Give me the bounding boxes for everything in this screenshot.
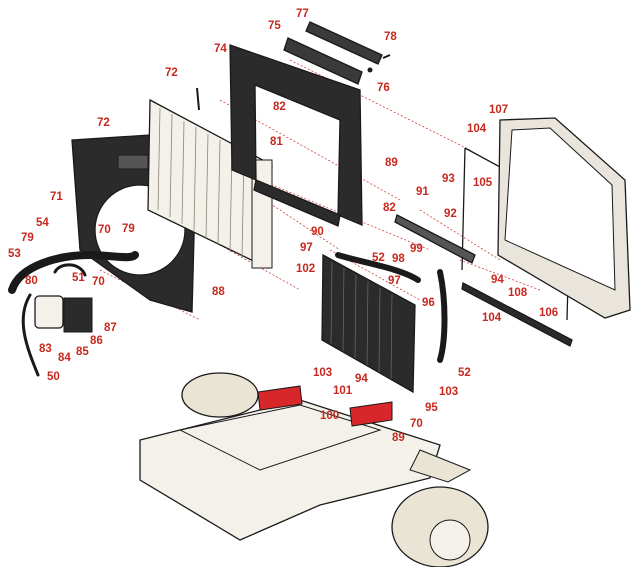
callout-84: 84: [58, 352, 71, 364]
callout-92: 92: [444, 208, 457, 220]
bracket: [394, 214, 476, 264]
callout-70: 70: [410, 418, 423, 430]
callout-80: 80: [25, 275, 38, 287]
callout-72: 72: [165, 67, 178, 79]
callout-101: 101: [333, 385, 353, 397]
callout-72: 72: [97, 117, 110, 129]
callout-79: 79: [122, 223, 135, 235]
callout-108: 108: [508, 287, 528, 299]
callout-85: 85: [76, 346, 89, 358]
callout-97: 97: [388, 275, 401, 287]
tractor-chassis: [139, 372, 489, 567]
callout-78: 78: [384, 31, 397, 43]
callout-74: 74: [214, 43, 227, 55]
callout-79: 79: [21, 232, 34, 244]
callout-81: 81: [270, 136, 283, 148]
callout-77: 77: [296, 8, 309, 20]
callout-104: 104: [467, 123, 487, 135]
callout-102: 102: [296, 263, 315, 275]
hoses: [8, 250, 448, 377]
callout-105: 105: [473, 177, 493, 189]
callout-70: 70: [92, 276, 105, 288]
callout-87: 87: [104, 322, 117, 334]
callout-89: 89: [385, 157, 398, 169]
callout-53: 53: [8, 248, 21, 260]
callout-96: 96: [422, 297, 435, 309]
callout-97: 97: [300, 242, 313, 254]
callout-83: 83: [39, 343, 52, 355]
callout-98: 98: [392, 253, 405, 265]
radiator-frame: [229, 44, 363, 227]
callouts: 50 51 52 52 53 54 70 70 70 71 72 72 74 7…: [8, 8, 558, 444]
callout-54: 54: [36, 217, 49, 229]
callout-99: 99: [410, 243, 423, 255]
callout-100: 100: [320, 410, 339, 422]
callout-94: 94: [355, 373, 368, 385]
top-seal: [283, 21, 391, 85]
callout-71: 71: [50, 191, 63, 203]
callout-82: 82: [273, 101, 286, 113]
callout-52: 52: [372, 252, 385, 264]
callout-89: 89: [392, 432, 405, 444]
overflow-bottle: [34, 295, 93, 333]
callout-91: 91: [416, 186, 429, 198]
callout-93: 93: [442, 173, 455, 185]
callout-103: 103: [439, 386, 458, 398]
callout-107: 107: [489, 104, 508, 116]
callout-90: 90: [311, 226, 324, 238]
callout-103: 103: [313, 367, 332, 379]
callout-75: 75: [268, 20, 281, 32]
callout-86: 86: [90, 335, 103, 347]
callout-70: 70: [98, 224, 111, 236]
oil-cooler: [321, 253, 416, 394]
screen-assembly: [461, 117, 631, 347]
callout-106: 106: [539, 307, 558, 319]
callout-104: 104: [482, 312, 502, 324]
callout-95: 95: [425, 402, 438, 414]
callout-82: 82: [383, 202, 396, 214]
callout-51: 51: [72, 272, 85, 284]
callout-50: 50: [47, 371, 60, 383]
callout-94: 94: [491, 274, 504, 286]
callout-88: 88: [212, 286, 225, 298]
callout-76: 76: [377, 82, 390, 94]
callout-52: 52: [458, 367, 471, 379]
